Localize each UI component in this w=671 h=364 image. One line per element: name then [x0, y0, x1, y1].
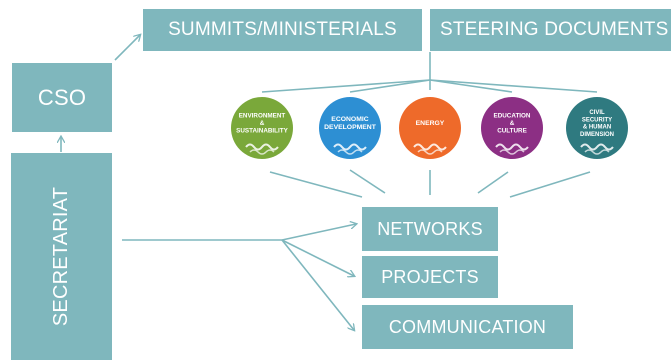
hub-line-theme-5 — [429, 79, 598, 93]
theme-label-line: EDUCATION — [494, 112, 531, 119]
arrow-to-projects — [281, 239, 354, 276]
hub-line-theme-1 — [261, 79, 431, 93]
communication-label: COMMUNICATION — [388, 316, 547, 337]
theme-5-to-networks — [509, 171, 591, 198]
theme-label-line: & — [510, 120, 515, 127]
wave-emblem-icon — [333, 143, 367, 151]
theme-circle-fill — [231, 97, 293, 159]
secretariat-label: SECRETARIAT — [50, 186, 73, 327]
steering-documents-box: STEERING DOCUMENTS — [430, 9, 671, 51]
hub-line-theme-2 — [349, 79, 431, 93]
theme-2-to-networks — [349, 169, 386, 194]
wave-emblem-icon — [584, 149, 610, 155]
arrow-to-communication — [281, 239, 354, 330]
theme-4-to-networks — [477, 171, 509, 194]
theme-label-line: ECONOMIC — [331, 116, 368, 123]
theme-circle-fill — [399, 97, 461, 159]
networks-box: NETWORKS — [362, 207, 498, 251]
cso-label: CSO — [37, 84, 87, 110]
theme-label-line: ENVIRONMENT — [239, 112, 286, 119]
wave-emblem-icon — [337, 149, 363, 155]
steering-label: STEERING DOCUMENTS — [440, 19, 669, 40]
theme-circle-fill — [319, 97, 381, 159]
wave-emblem-icon — [245, 143, 279, 151]
summits-ministerials-box: SUMMITS/MINISTERIALS — [143, 9, 422, 51]
communication-box: COMMUNICATION — [362, 305, 573, 349]
theme-label-line: CULTURE — [497, 128, 527, 135]
theme-circle-fill — [566, 97, 628, 159]
theme-label-line: ENERGY — [416, 120, 445, 127]
theme-circle-4: EDUCATION&CULTURE — [481, 97, 543, 159]
theme-label-line: DEVELOPMENT — [324, 124, 377, 131]
theme-circle-fill — [481, 97, 543, 159]
secretariat-box: SECRETARIAT — [11, 153, 112, 360]
theme-1-to-networks — [269, 171, 363, 198]
hub-line-theme-4 — [429, 79, 513, 93]
summits-label: SUMMITS/MINISTERIALS — [168, 19, 397, 40]
wave-emblem-icon — [417, 149, 443, 155]
theme-label-line: & HUMAN — [583, 125, 611, 131]
theme-label-line: & — [260, 120, 265, 127]
projects-label: PROJECTS — [381, 266, 479, 287]
projects-box: PROJECTS — [362, 256, 498, 298]
theme-label-line: SUSTAINABILITY — [236, 128, 288, 135]
wave-emblem-icon — [499, 149, 525, 155]
networks-label: NETWORKS — [377, 218, 483, 239]
theme-label-line: SECURITY — [582, 117, 612, 123]
theme-label-line: DIMENSION — [580, 132, 614, 138]
arrow-to-networks — [281, 224, 356, 241]
wave-emblem-icon — [495, 143, 529, 151]
cso-box: CSO — [12, 63, 112, 132]
cso-to-summits-arrow — [114, 35, 140, 61]
wave-emblem-icon — [249, 149, 275, 155]
wave-emblem-icon — [413, 143, 447, 151]
theme-circle-3: ENERGY — [399, 97, 461, 159]
theme-circle-1: ENVIRONMENT&SUSTAINABILITY — [231, 97, 293, 159]
wave-emblem-icon — [580, 143, 614, 151]
theme-label-line: CIVIL — [589, 110, 605, 116]
